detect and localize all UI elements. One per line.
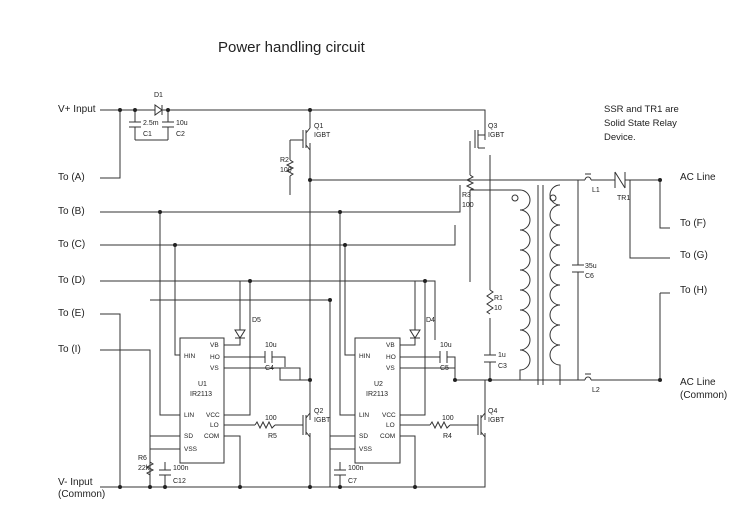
note-line-3: Device.: [604, 132, 636, 143]
q3-type: IGBT: [488, 132, 505, 139]
r2-label: R2: [280, 157, 289, 164]
q3-label: Q3: [488, 123, 497, 130]
l2-label: L2: [592, 387, 600, 394]
port-h: To (H): [680, 285, 707, 296]
c5-label: C5: [440, 365, 449, 372]
q1-type: IGBT: [314, 132, 331, 139]
u1-pin-hin: HIN: [184, 353, 196, 360]
u2-pin-vss: VSS: [359, 446, 373, 453]
c3-label: C3: [498, 363, 507, 370]
c3-value: 1u: [498, 352, 506, 359]
port-i: To (I): [58, 344, 81, 355]
u1-pin-lin: LIN: [184, 412, 194, 419]
u1-pin-vb: VB: [210, 342, 219, 349]
r1-value: 10: [494, 305, 502, 312]
q1-label: Q1: [314, 123, 323, 130]
l1-label: L1: [592, 187, 600, 194]
u2-pin-hin: HIN: [359, 353, 371, 360]
c4-value: 10u: [265, 342, 277, 349]
u1-pin-sd: SD: [184, 433, 193, 440]
u1-pin-vs: VS: [210, 365, 219, 372]
u1-pin-vss: VSS: [184, 446, 198, 453]
d4-label: D4: [426, 317, 435, 324]
port-d: To (D): [58, 275, 85, 286]
ic-u1: [179, 337, 225, 464]
port-b: To (B): [58, 206, 85, 217]
c7-label: C7: [348, 478, 357, 485]
diagram-title: Power handling circuit: [218, 39, 366, 56]
r5-value: 100: [265, 415, 277, 422]
u1-pin-com: COM: [204, 433, 219, 440]
port-ac-common-sub: (Common): [680, 390, 727, 401]
u2-pin-com: COM: [380, 433, 395, 440]
r5-label: R5: [268, 433, 277, 440]
port-v-minus-sub: (Common): [58, 489, 105, 500]
q4-label: Q4: [488, 408, 497, 415]
u1-pin-vcc: VCC: [206, 412, 220, 419]
port-c: To (C): [58, 239, 85, 250]
c1-label: C1: [143, 131, 152, 138]
q4-type: IGBT: [488, 417, 505, 424]
port-ac-line: AC Line: [680, 172, 716, 183]
transformer: [511, 184, 561, 385]
c7-value: 100n: [348, 465, 364, 472]
r4-value: 100: [442, 415, 454, 422]
r4-label: R4: [443, 433, 452, 440]
u2-pin-vs: VS: [386, 365, 395, 372]
r2-value: 100: [280, 167, 292, 174]
r6-value: 22k: [138, 465, 150, 472]
c1-value: 2.5m: [143, 120, 159, 127]
u2-pin-ho: HO: [386, 354, 396, 361]
u2-pin-vcc: VCC: [382, 412, 396, 419]
c6-label: C6: [585, 273, 594, 280]
port-a: To (A): [58, 172, 85, 183]
note-line-2: Solid State Relay: [604, 118, 677, 129]
r1-label: R1: [494, 295, 503, 302]
c2-value: 10u: [176, 120, 188, 127]
u2-pin-lin: LIN: [359, 412, 369, 419]
r3-label: R3: [462, 192, 471, 199]
junctions: [118, 108, 662, 489]
port-e: To (E): [58, 308, 85, 319]
wires: [100, 104, 670, 488]
q2-label: Q2: [314, 408, 323, 415]
ic-u2: [354, 337, 401, 464]
port-v-minus: V- Input: [58, 477, 93, 488]
port-g: To (G): [680, 250, 708, 261]
q2-type: IGBT: [314, 417, 331, 424]
note-line-1: SSR and TR1 are: [604, 104, 679, 115]
port-v-plus: V+ Input: [58, 104, 96, 115]
port-f: To (F): [680, 218, 706, 229]
d1-label: D1: [154, 92, 163, 99]
u2-part: IR2113: [366, 391, 388, 398]
u2-pin-vb: VB: [386, 342, 395, 349]
component-symbols: [129, 121, 626, 476]
r6-label: R6: [138, 455, 147, 462]
u1-ref: U1: [198, 381, 207, 388]
c12-label: C12: [173, 478, 186, 485]
u2-pin-lo: LO: [386, 422, 395, 429]
c2-label: C2: [176, 131, 185, 138]
u1-pin-lo: LO: [210, 422, 219, 429]
u1-part: IR2113: [190, 391, 212, 398]
port-ac-common: AC Line: [680, 377, 716, 388]
r3-value: 100: [462, 202, 474, 209]
c6-value: 35u: [585, 263, 597, 270]
u1-pin-ho: HO: [210, 354, 220, 361]
c5-value: 10u: [440, 342, 452, 349]
u2-pin-sd: SD: [359, 433, 368, 440]
u2-ref: U2: [374, 381, 383, 388]
d5-label: D5: [252, 317, 261, 324]
tr1-label: TR1: [617, 195, 630, 202]
c12-value: 100n: [173, 465, 189, 472]
c4-label: C4: [265, 365, 274, 372]
